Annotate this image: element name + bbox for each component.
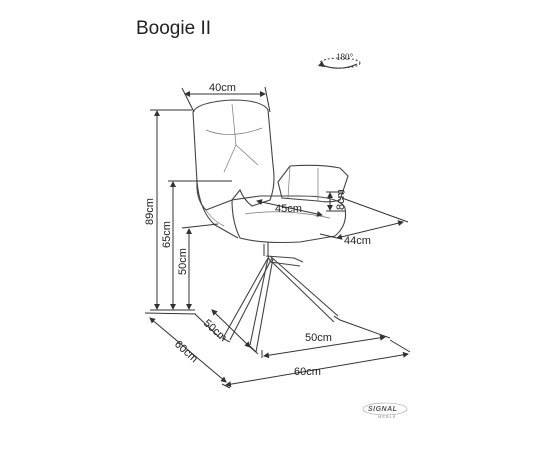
rotation-icon <box>318 57 361 69</box>
dim-armrest-length: 44cm <box>344 235 371 247</box>
dim-armrest-thickness: 8cm <box>335 189 347 210</box>
dim-footprint-front: 60cm <box>294 366 321 378</box>
rotation-label: 180° <box>336 52 354 62</box>
dim-base-side: 50cm <box>201 317 229 344</box>
dim-seat-width: 40cm <box>209 82 236 94</box>
dim-seat-height: 50cm <box>177 248 189 275</box>
dim-seat-depth: 45cm <box>275 203 302 215</box>
brand-logo-sub: MEBLE <box>378 414 397 419</box>
dim-footprint-side: 60cm <box>172 338 200 365</box>
dim-armrest-height: 65cm <box>161 221 173 248</box>
brand-logo: SIGNAL MEBLE <box>362 402 408 419</box>
product-title: Boogie II <box>136 18 211 39</box>
brand-logo-text: SIGNAL <box>368 406 397 413</box>
dim-base-front: 50cm <box>305 332 332 344</box>
dim-total-height: 89cm <box>144 198 156 225</box>
